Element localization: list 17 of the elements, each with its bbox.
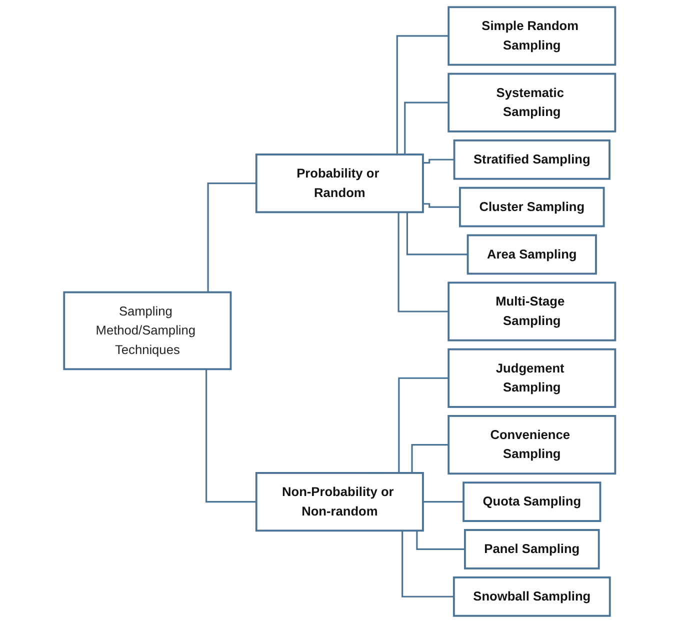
connector bbox=[423, 203, 460, 208]
node-box: Area Sampling bbox=[467, 234, 598, 275]
node-box: Stratified Sampling bbox=[454, 139, 611, 180]
node-box: Simple Random Sampling bbox=[448, 6, 616, 66]
node-box: Probability or Random bbox=[256, 154, 424, 214]
node-box: Sampling Method/Sampling Techniques bbox=[64, 291, 232, 370]
node-box: Snowball Sampling bbox=[453, 576, 612, 617]
connector bbox=[423, 501, 464, 503]
node-box: Multi-Stage Sampling bbox=[448, 282, 616, 342]
node-box: Non-Probability or Non-random bbox=[256, 472, 424, 532]
node-box: Systematic Sampling bbox=[448, 72, 616, 132]
node-box: Cluster Sampling bbox=[459, 186, 606, 228]
connector bbox=[423, 158, 455, 164]
node-box: Quota Sampling bbox=[462, 482, 602, 522]
node-box: Panel Sampling bbox=[464, 529, 600, 570]
node-box: Judgement Sampling bbox=[448, 348, 616, 408]
node-box: Convenience Sampling bbox=[448, 414, 616, 475]
